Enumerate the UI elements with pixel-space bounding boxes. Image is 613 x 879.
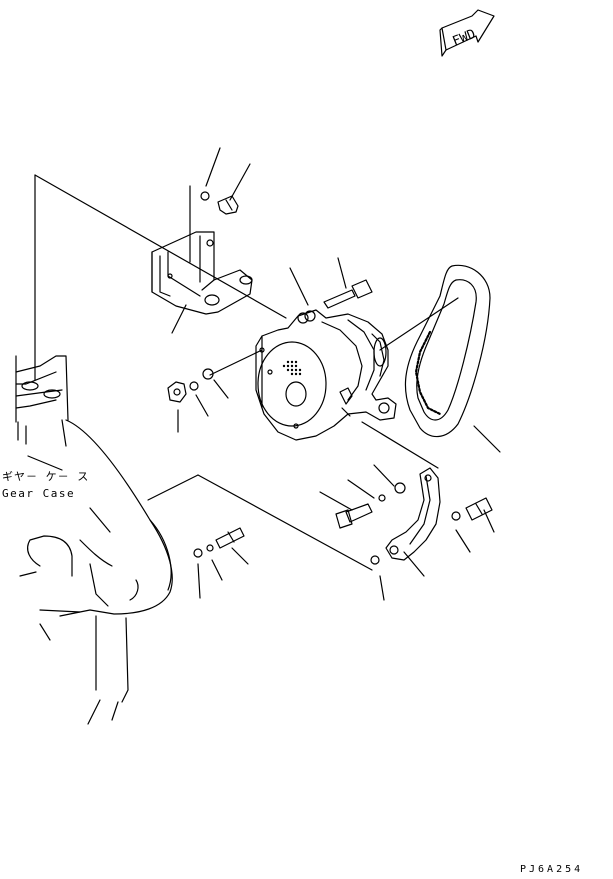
gear-case [19, 419, 173, 725]
fwd-label: FWD [450, 27, 478, 50]
bracket-bolt [451, 497, 493, 521]
adjusting-bolt [335, 503, 373, 529]
leader-lines [34, 147, 501, 601]
alternator-vent-grid [282, 360, 302, 376]
upper-bolt [200, 191, 239, 215]
v-belt [404, 264, 491, 438]
alternator-nut [167, 368, 214, 403]
bracket-nut [370, 555, 380, 565]
gear-case-bolt [193, 527, 245, 558]
alternator-bracket [151, 231, 253, 315]
alternator-upper-bolt [297, 279, 373, 324]
gear-case-label-jp: ギヤ－ ケ－ ス [2, 470, 90, 483]
adjusting-bracket [378, 467, 441, 561]
alternator [255, 309, 397, 441]
gear-case-label-en: Gear Case [2, 487, 76, 500]
drawing-code: PJ6A254 [520, 864, 584, 875]
fwd-arrow-icon: FWD [439, 9, 495, 57]
gear-case-mount [15, 355, 69, 447]
